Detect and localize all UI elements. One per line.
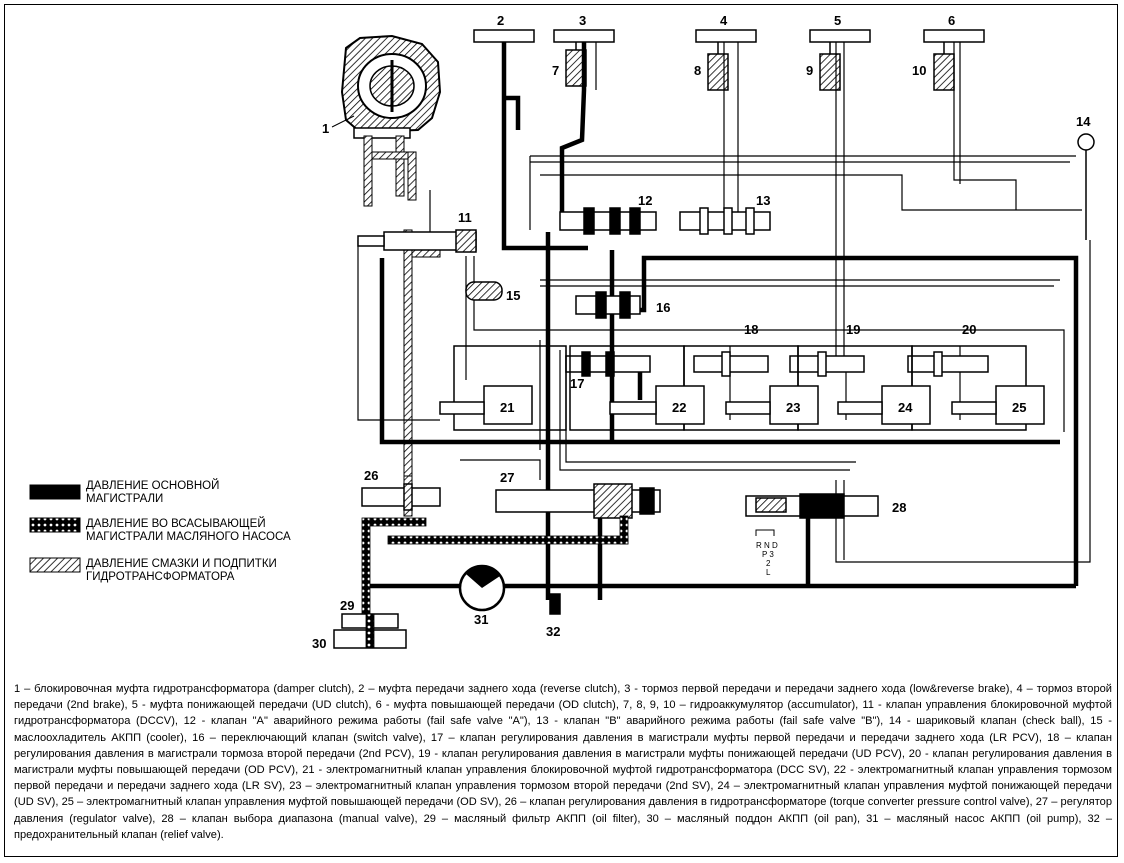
callout-6: 6 (948, 13, 955, 28)
callout-2: 2 (497, 13, 504, 28)
callout-16: 16 (656, 300, 670, 315)
selector-marks: R N D P 3 2 L (755, 529, 778, 577)
main-pressure-lines (370, 42, 1079, 600)
callout-8: 8 (694, 63, 701, 78)
callout-14: 14 (1076, 114, 1091, 129)
callout-5: 5 (834, 13, 841, 28)
callout-9: 9 (806, 63, 813, 78)
clutch-boxes (473, 29, 985, 43)
selector-row-4: L (766, 568, 771, 577)
callout-26: 26 (364, 468, 378, 483)
torque-converter (331, 34, 442, 139)
figure-caption: 1 – блокировочная муфта гидротрансформат… (14, 683, 1112, 841)
callout-22: 22 (672, 400, 686, 415)
callout-4: 4 (720, 13, 728, 28)
callout-29: 29 (340, 598, 354, 613)
legend-main-1: ДАВЛЕНИЕ ОСНОВНОЙ (86, 479, 219, 492)
callout-30: 30 (312, 636, 326, 651)
check-ball (1077, 133, 1095, 240)
callouts: 1 2 3 4 5 6 7 8 9 10 11 12 13 14 15 16 1… (312, 13, 1091, 651)
legend-lube-2: ГИДРОТРАНСФОРМАТОРА (86, 571, 235, 583)
accumulators (565, 42, 955, 91)
callout-10: 10 (912, 63, 926, 78)
callout-15: 15 (506, 288, 520, 303)
thin-passages (357, 42, 1091, 563)
callout-3: 3 (579, 13, 586, 28)
selector-row-2: P 3 (762, 550, 774, 559)
oil-pump (458, 564, 506, 612)
callout-28: 28 (892, 500, 906, 515)
callout-17: 17 (570, 376, 584, 391)
legend-suction-2: МАГИСТРАЛИ МАСЛЯНОГО НАСОСА (86, 531, 291, 543)
legend-suction-1: ДАВЛЕНИЕ ВО ВСАСЫВАЮЩЕЙ (86, 517, 266, 530)
callout-18: 18 (744, 322, 758, 337)
valve-bodies (333, 207, 1045, 649)
callout-31: 31 (474, 612, 488, 627)
callout-11: 11 (458, 210, 472, 225)
callout-25: 25 (1012, 400, 1026, 415)
legend: ДАВЛЕНИЕ ОСНОВНОЙ МАГИСТРАЛИ ДАВЛЕНИЕ ВО… (29, 479, 291, 583)
suction-lines (361, 515, 629, 649)
callout-27: 27 (500, 470, 514, 485)
callout-12: 12 (638, 193, 652, 208)
callout-7: 7 (552, 63, 559, 78)
callout-32: 32 (546, 624, 560, 639)
selector-row-1: R N D (756, 541, 778, 550)
callout-24: 24 (898, 400, 913, 415)
callout-13: 13 (756, 193, 770, 208)
figure-frame (4, 4, 1118, 857)
lube-channels (363, 135, 441, 517)
callout-23: 23 (786, 400, 800, 415)
callout-19: 19 (846, 322, 860, 337)
legend-main-2: МАГИСТРАЛИ (86, 493, 163, 505)
selector-row-3: 2 (766, 559, 771, 568)
callout-20: 20 (962, 322, 976, 337)
callout-21: 21 (500, 400, 514, 415)
hydraulic-diagram: ДАВЛЕНИЕ ОСНОВНОЙ МАГИСТРАЛИ ДАВЛЕНИЕ ВО… (29, 13, 1095, 651)
legend-lube-1: ДАВЛЕНИЕ СМАЗКИ И ПОДПИТКИ (86, 558, 277, 570)
callout-1: 1 (322, 121, 329, 136)
